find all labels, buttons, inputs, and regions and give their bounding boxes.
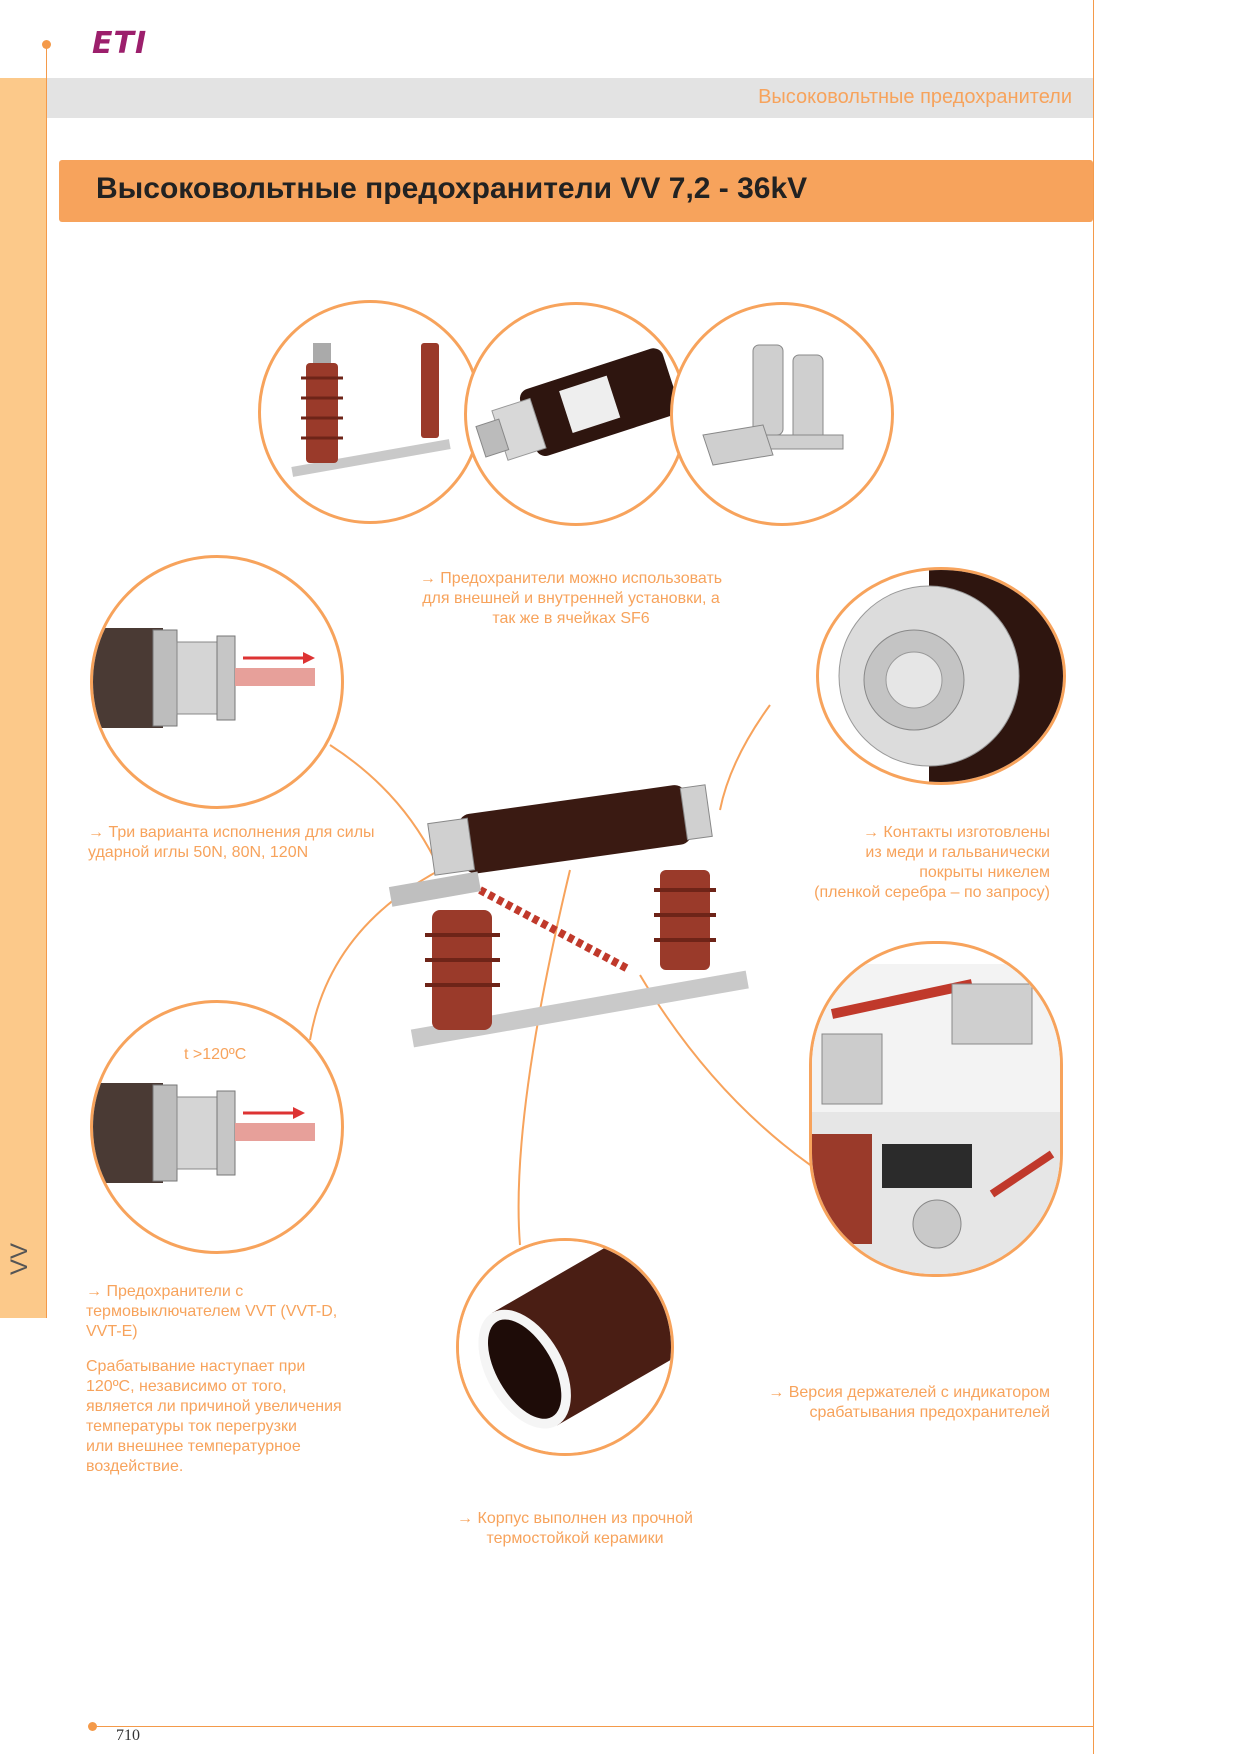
section-title: Высоковольтные предохранители xyxy=(758,86,1072,108)
disconnector-photo xyxy=(258,300,482,524)
title-bar xyxy=(59,160,1093,222)
indicator-holder-photo xyxy=(809,941,1063,1277)
fuse-holder-assembly-photo xyxy=(388,784,749,1048)
footer-line xyxy=(92,1726,1093,1727)
eti-logo: ETI xyxy=(92,26,148,61)
holder-clamp-photo xyxy=(670,302,894,526)
striker-pin-photo xyxy=(90,555,344,809)
thermal-switch-photo xyxy=(90,1000,344,1254)
frame-line xyxy=(46,44,47,78)
frame-line xyxy=(1093,0,1094,1754)
page-title: Высоковольтные предохранители VV 7,2 - 3… xyxy=(96,172,808,205)
side-tab xyxy=(0,78,46,1318)
header-bar xyxy=(47,78,1093,118)
contact-cap-photo xyxy=(816,567,1066,785)
page-number: 710 xyxy=(116,1727,140,1744)
ceramic-body-photo xyxy=(456,1238,674,1456)
frame-line xyxy=(46,78,47,1318)
temperature-label: t >120ºC xyxy=(184,1046,247,1063)
fuse-cartridge-photo xyxy=(464,302,688,526)
